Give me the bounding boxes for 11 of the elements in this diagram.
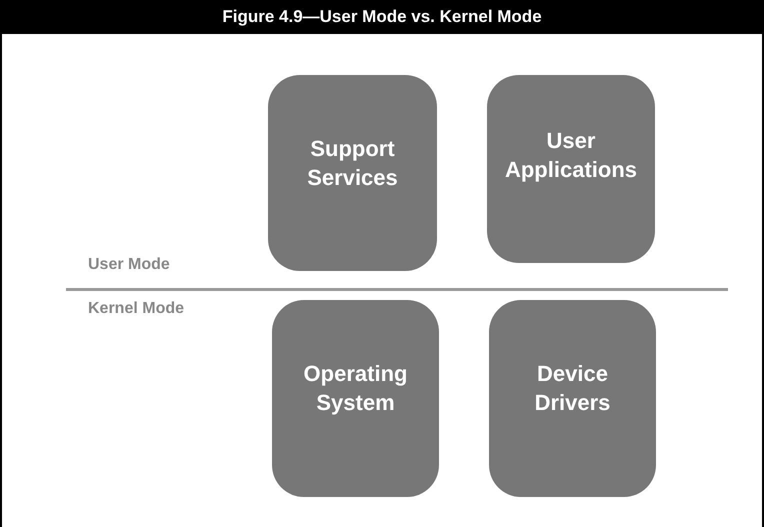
mode-label: User Mode	[88, 256, 170, 274]
figure-title: Figure 4.9—User Mode vs. Kernel Mode	[0, 0, 764, 34]
box-label: Device Drivers	[534, 360, 612, 417]
rounded-box	[272, 300, 439, 497]
box-label: User Applications	[504, 127, 638, 184]
box-label: Operating System	[302, 360, 408, 417]
box-label: Support Services	[306, 135, 399, 192]
rounded-box	[489, 300, 656, 497]
rounded-box	[268, 75, 437, 271]
mode-label: Kernel Mode	[88, 300, 184, 318]
rounded-box	[487, 75, 655, 263]
